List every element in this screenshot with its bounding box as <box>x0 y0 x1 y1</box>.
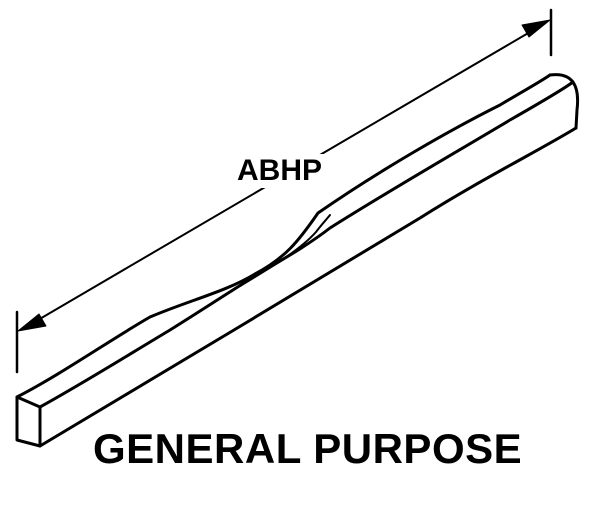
right-arrowhead <box>521 19 551 38</box>
left-arrowhead <box>17 313 47 332</box>
caption: GENERAL PURPOSE <box>93 425 523 472</box>
dimension-label: ABHP <box>233 154 327 188</box>
tool-body <box>15 73 580 448</box>
